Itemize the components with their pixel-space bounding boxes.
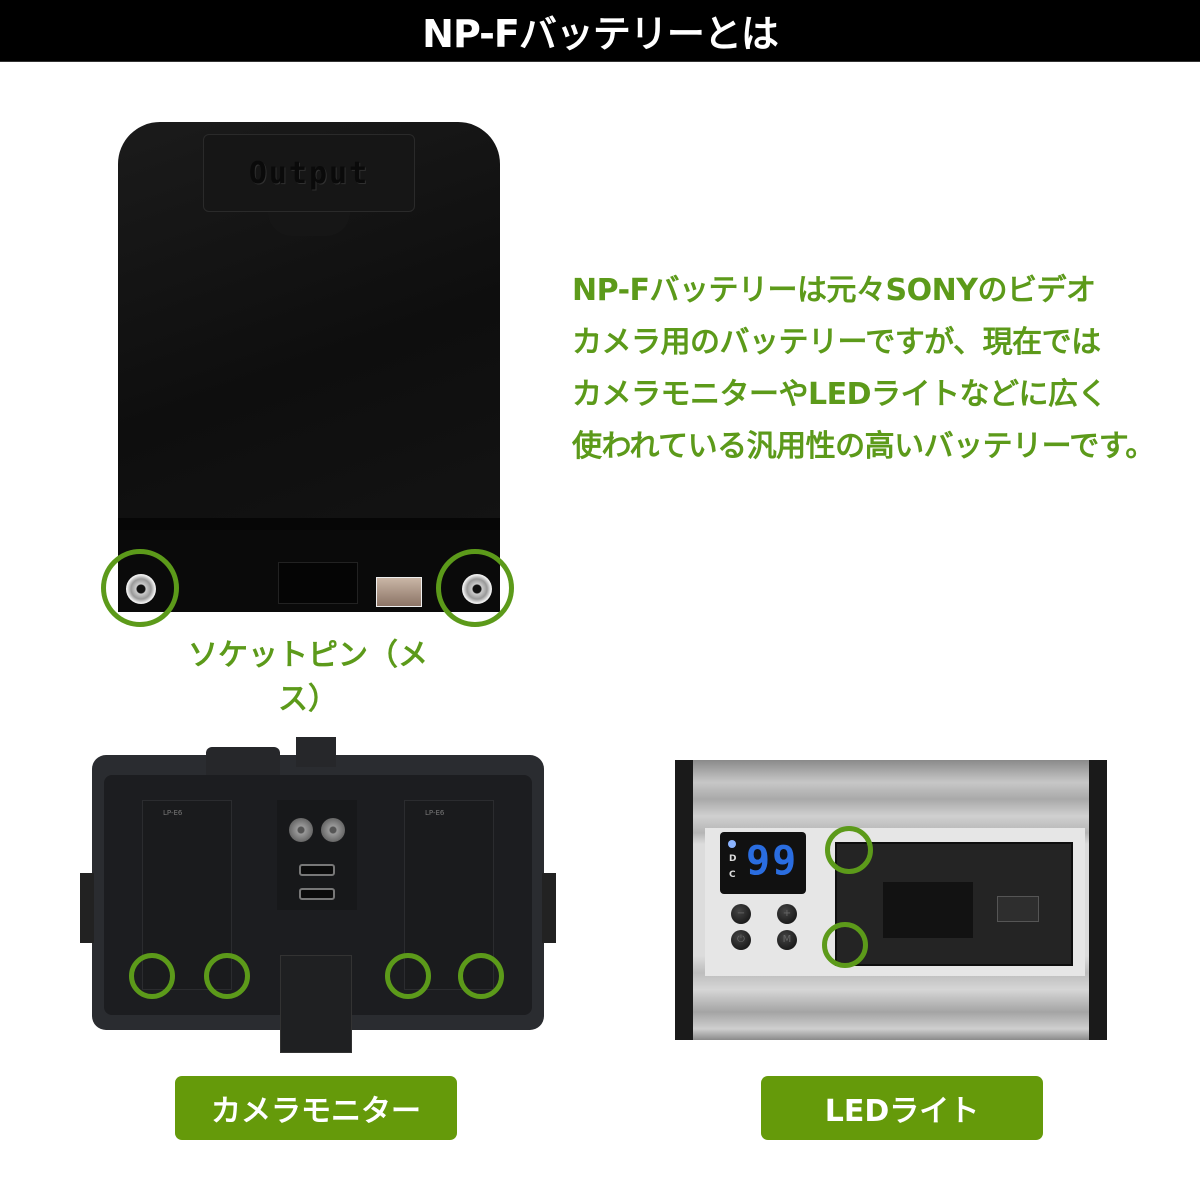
battery-contact (376, 577, 422, 607)
description-line: カメラモニターやLEDライトなどに広く (572, 377, 1108, 412)
mode-button-icon: M (777, 930, 797, 950)
plus-button-icon: + (777, 904, 797, 924)
camera-monitor-tag: カメラモニター (175, 1076, 457, 1140)
highlight-ring-monitor-contact (458, 953, 504, 999)
description-line: NP-Fバッテリーは元々SONYのビデオ (572, 273, 1096, 308)
led-battery-bay (835, 842, 1073, 966)
monitor-side-grip-right (542, 873, 556, 943)
description-line: カメラ用のバッテリーですが、現在では (572, 325, 1101, 360)
battery-band (118, 518, 500, 530)
led-indicator-label: D (729, 854, 737, 864)
highlight-ring-led-contact (825, 826, 873, 874)
bnc-port-icon (289, 818, 313, 842)
monitor-top-mount (296, 737, 336, 767)
header-bar: NP-Fバッテリーとは (0, 0, 1200, 62)
led-light-tag-label: LEDライト (824, 1094, 980, 1129)
output-cap-tab (268, 212, 350, 236)
socket-pin-caption: ソケットピン（メス） (188, 638, 428, 717)
highlight-ring-right-pin (436, 549, 514, 627)
highlight-ring-left-pin (101, 549, 179, 627)
camera-monitor-tag-label: カメラモニター (211, 1094, 421, 1129)
np-f-battery-image: Output (118, 122, 500, 612)
monitor-port-panel (277, 800, 357, 910)
led-bay-window (883, 882, 973, 938)
led-end-cap-right (1089, 760, 1107, 1040)
description-block: NP-Fバッテリーは元々SONYのビデオ カメラ用のバッテリーですが、現在では … (572, 265, 1192, 473)
monitor-mount-plate (280, 955, 352, 1053)
highlight-ring-monitor-contact (129, 953, 175, 999)
led-display-value: 99 (746, 838, 799, 884)
highlight-ring-monitor-contact (204, 953, 250, 999)
led-display: D C 99 (720, 832, 806, 894)
output-cap: Output (203, 134, 415, 212)
monitor-side-grip-left (80, 873, 94, 943)
led-light-image: D C 99 − + ⏻ M (675, 760, 1107, 1040)
output-cap-label: Output (248, 155, 370, 191)
battery-slot (278, 562, 358, 604)
highlight-ring-led-contact (822, 922, 868, 968)
bay-label: LP-E6 (163, 809, 183, 817)
highlight-ring-monitor-contact (385, 953, 431, 999)
led-indicator-label: C (729, 870, 736, 880)
bay-label: LP-E6 (425, 809, 445, 817)
power-button-icon: ⏻ (731, 930, 751, 950)
minus-button-icon: − (731, 904, 751, 924)
led-end-cap-left (675, 760, 693, 1040)
hdmi-in-port-icon (299, 864, 335, 876)
description-line: 使われている汎用性の高いバッテリーです。 (572, 429, 1155, 464)
led-bay-latch (997, 896, 1039, 922)
led-indicator-icon (728, 840, 736, 848)
page-title: NP-Fバッテリーとは (422, 12, 779, 56)
hdmi-out-port-icon (299, 888, 335, 900)
bnc-port-icon (321, 818, 345, 842)
led-light-tag: LEDライト (761, 1076, 1043, 1140)
